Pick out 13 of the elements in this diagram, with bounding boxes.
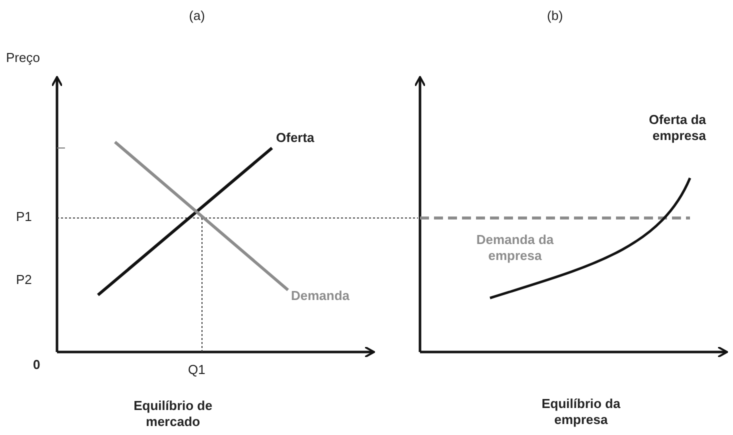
tick-label: 0	[33, 357, 42, 373]
tick-label: P1	[16, 209, 33, 225]
curve-label: Oferta da empresa	[648, 112, 706, 144]
panel-label: (b)	[546, 8, 564, 24]
axis-title: Equilíbrio da empresa	[540, 396, 622, 428]
curve-label: Demanda	[291, 288, 351, 304]
curve-label: Oferta	[276, 130, 316, 146]
axis-label: Preço	[6, 50, 41, 66]
tick-label: Q1	[188, 362, 206, 378]
panel-label: (a)	[188, 8, 206, 24]
curve-label: Demanda da empresa	[475, 232, 555, 264]
axis-title: Equilíbrio de mercado	[132, 398, 214, 430]
tick-label: P2	[16, 272, 33, 288]
